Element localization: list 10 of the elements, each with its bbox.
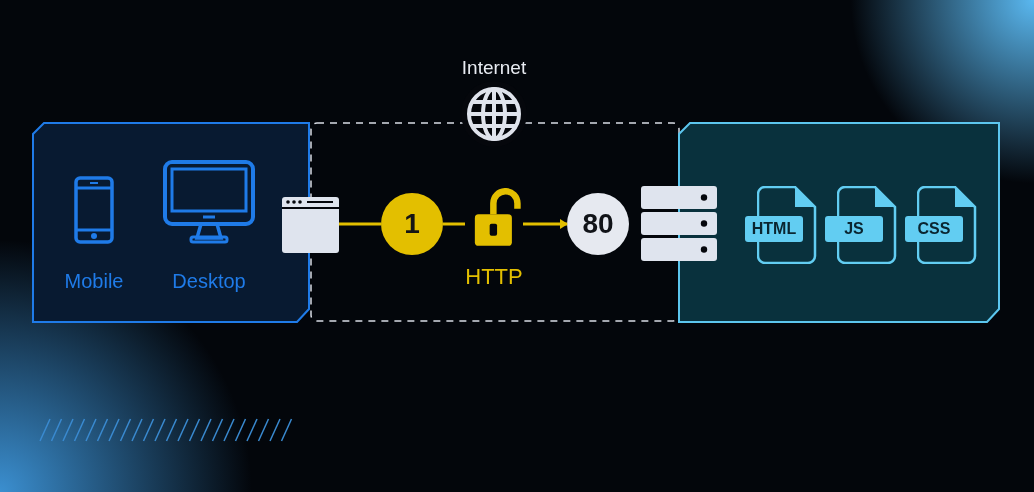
region-label: Internet xyxy=(460,56,528,80)
file-type-label: CSS xyxy=(905,216,963,242)
protocol-label: HTTP xyxy=(465,263,523,291)
connector-line xyxy=(443,222,465,226)
arrow xyxy=(523,219,568,229)
device-label: Desktop xyxy=(172,269,246,294)
connector-line xyxy=(339,222,381,226)
file-type-label: HTML xyxy=(745,216,803,242)
file-type-label: JS xyxy=(825,216,883,242)
device-label: Mobile xyxy=(64,269,124,294)
